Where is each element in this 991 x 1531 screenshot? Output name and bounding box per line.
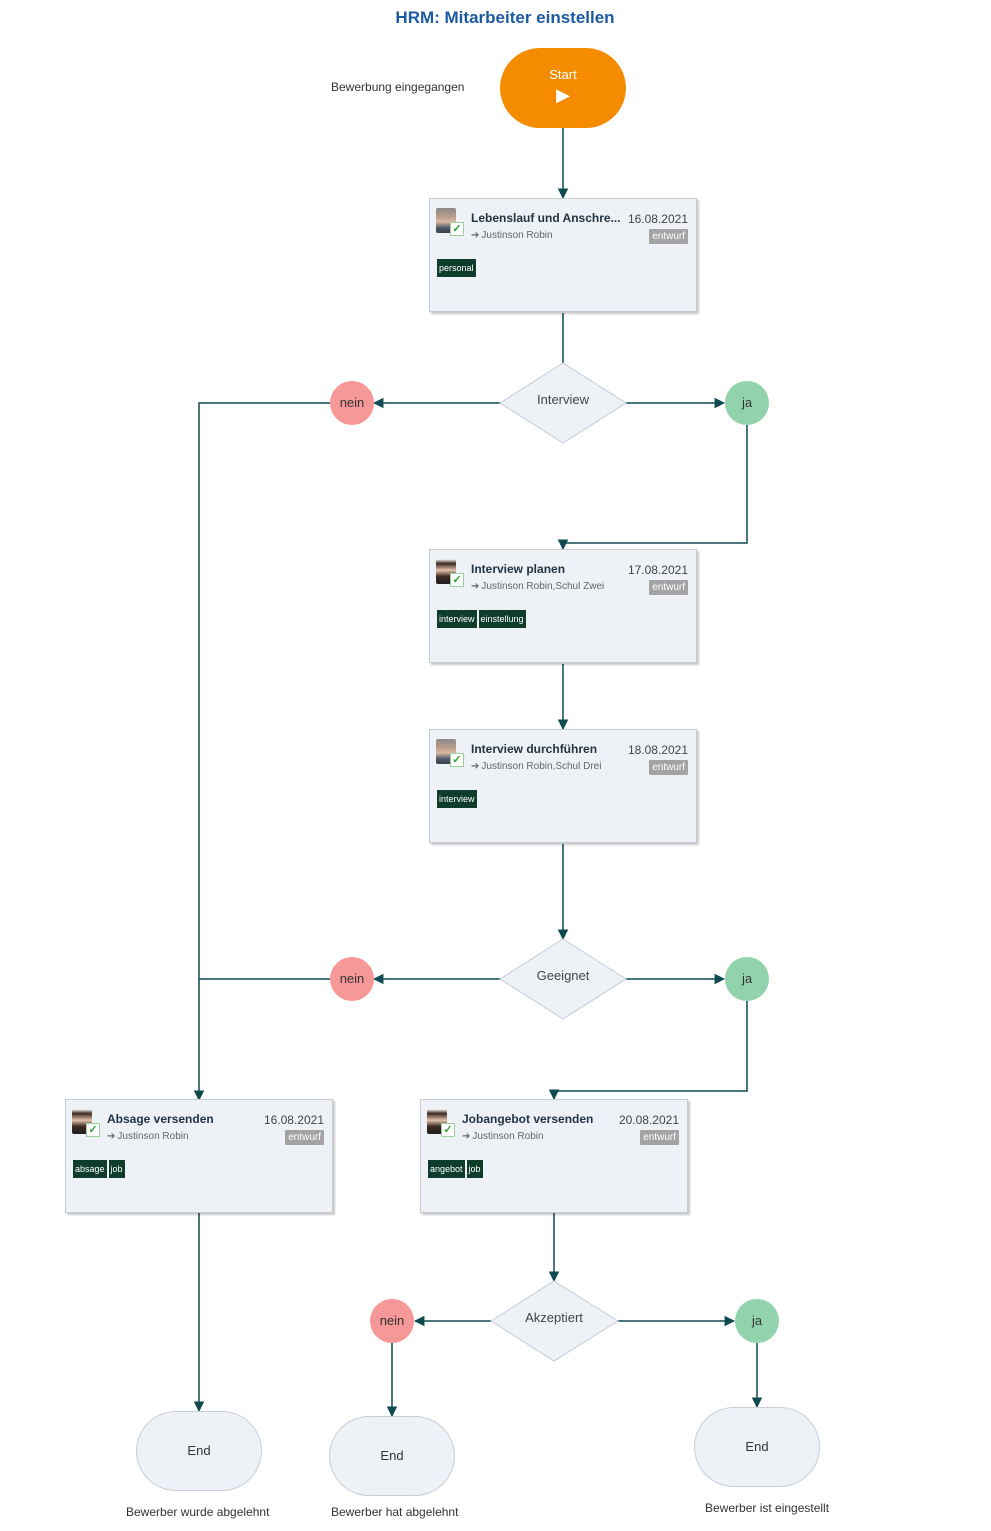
start-label: Start — [549, 67, 577, 82]
task-assignee-name: Justinson Robin — [481, 230, 553, 241]
task-assignee-name: Justinson Robin — [472, 1131, 544, 1142]
arrow-right-icon: ➔ — [107, 1131, 116, 1142]
status-badge: entwurf — [649, 760, 688, 775]
tag: job — [466, 1160, 483, 1178]
gateway-label: Interview — [536, 392, 590, 407]
task-card[interactable]: ✓ Jobangebot versenden 20.08.2021 ➔Justi… — [420, 1099, 688, 1213]
task-card[interactable]: ✓ Lebenslauf und Anschre... 16.08.2021 ➔… — [429, 198, 697, 312]
gateway-label: Akzeptiert — [525, 1310, 583, 1325]
task-date: 16.08.2021 — [627, 212, 688, 226]
decision-no[interactable]: nein — [330, 381, 374, 425]
task-date: 20.08.2021 — [618, 1113, 679, 1127]
decision-yes[interactable]: ja — [725, 957, 769, 1001]
arrow-right-icon: ➔ — [471, 761, 480, 772]
tag: personal — [437, 259, 476, 277]
status-badge: entwurf — [285, 1130, 324, 1145]
task-card[interactable]: ✓ Absage versenden 16.08.2021 ➔Justinson… — [65, 1099, 333, 1213]
tag: job — [108, 1160, 125, 1178]
tag-list: interview — [437, 790, 479, 808]
end-caption: Bewerber ist eingestellt — [705, 1501, 830, 1515]
task-assignee: ➔Justinson Robin,Schul Zwei — [471, 581, 604, 592]
task-title: Lebenslauf und Anschre... — [471, 211, 621, 225]
task-title: Interview durchführen — [471, 742, 598, 756]
task-date: 16.08.2021 — [263, 1113, 324, 1127]
gateway-geeignet[interactable]: Geeignet — [500, 942, 626, 1024]
task-card[interactable]: ✓ Interview planen 17.08.2021 ➔Justinson… — [429, 549, 697, 663]
gateway-interview[interactable]: Interview — [500, 366, 626, 448]
task-assignee-name: Justinson Robin — [117, 1131, 189, 1142]
decision-yes[interactable]: ja — [725, 381, 769, 425]
arrow-right-icon: ➔ — [462, 1131, 471, 1142]
end-event[interactable]: End — [136, 1411, 262, 1491]
play-icon: ▶ — [556, 85, 570, 105]
check-icon: ✓ — [441, 1123, 455, 1137]
gateway-akzeptiert[interactable]: Akzeptiert — [491, 1284, 617, 1366]
task-title: Absage versenden — [107, 1112, 214, 1126]
tag: absage — [73, 1160, 107, 1178]
male-avatar-icon: ✓ — [436, 739, 464, 767]
tag: interview — [437, 790, 477, 808]
decision-no[interactable]: nein — [330, 957, 374, 1001]
status-badge: entwurf — [640, 1130, 679, 1145]
task-assignee: ➔Justinson Robin — [107, 1131, 189, 1142]
start-event[interactable]: Start ▶ — [500, 48, 626, 128]
check-icon: ✓ — [450, 753, 464, 767]
decision-no[interactable]: nein — [370, 1299, 414, 1343]
arrow-right-icon: ➔ — [471, 230, 480, 241]
decision-yes[interactable]: ja — [735, 1299, 779, 1343]
arrow-right-icon: ➔ — [471, 581, 480, 592]
task-assignee: ➔Justinson Robin — [462, 1131, 544, 1142]
male-avatar-icon: ✓ — [436, 208, 464, 236]
task-card[interactable]: ✓ Interview durchführen 18.08.2021 ➔Just… — [429, 729, 697, 843]
tag-list: personal — [437, 259, 478, 277]
check-icon: ✓ — [450, 573, 464, 587]
check-icon: ✓ — [86, 1123, 100, 1137]
tag: einstellung — [478, 610, 526, 628]
task-assignee: ➔Justinson Robin,Schul Drei — [471, 761, 601, 772]
connector-ja-task2 — [557, 425, 748, 551]
end-caption: Bewerber wurde abgelehnt — [126, 1505, 270, 1519]
task-title: Interview planen — [471, 562, 566, 576]
task-assignee-name: Justinson Robin,Schul Drei — [481, 761, 602, 772]
end-event[interactable]: End — [694, 1407, 820, 1487]
check-icon: ✓ — [450, 222, 464, 236]
status-badge: entwurf — [649, 580, 688, 595]
task-title: Jobangebot versenden — [462, 1112, 594, 1126]
gateway-label: Geeignet — [536, 968, 590, 983]
tag: interview — [437, 610, 477, 628]
task-date: 18.08.2021 — [627, 743, 688, 757]
connector-ja2-jobangebot — [548, 1001, 748, 1101]
task-assignee-name: Justinson Robin,Schul Zwei — [481, 581, 605, 592]
gateway-diamond-geeignet — [499, 938, 627, 1020]
task-date: 17.08.2021 — [627, 563, 688, 577]
female-avatar-icon: ✓ — [427, 1109, 455, 1137]
female-avatar-icon: ✓ — [436, 559, 464, 587]
gateway-diamond-interview — [499, 362, 627, 444]
end-event[interactable]: End — [329, 1416, 455, 1496]
connector-nein-absage — [193, 402, 330, 1102]
start-annotation: Bewerbung eingegangen — [331, 80, 465, 94]
diagram-title: HRM: Mitarbeiter einstellen — [395, 8, 615, 27]
status-badge: entwurf — [649, 229, 688, 244]
end-caption: Bewerber hat abgelehnt — [331, 1505, 459, 1519]
task-assignee: ➔Justinson Robin — [471, 230, 553, 241]
female-avatar-icon: ✓ — [72, 1109, 100, 1137]
gateway-diamond-akzeptiert — [490, 1280, 619, 1362]
tag: angebot — [428, 1160, 465, 1178]
